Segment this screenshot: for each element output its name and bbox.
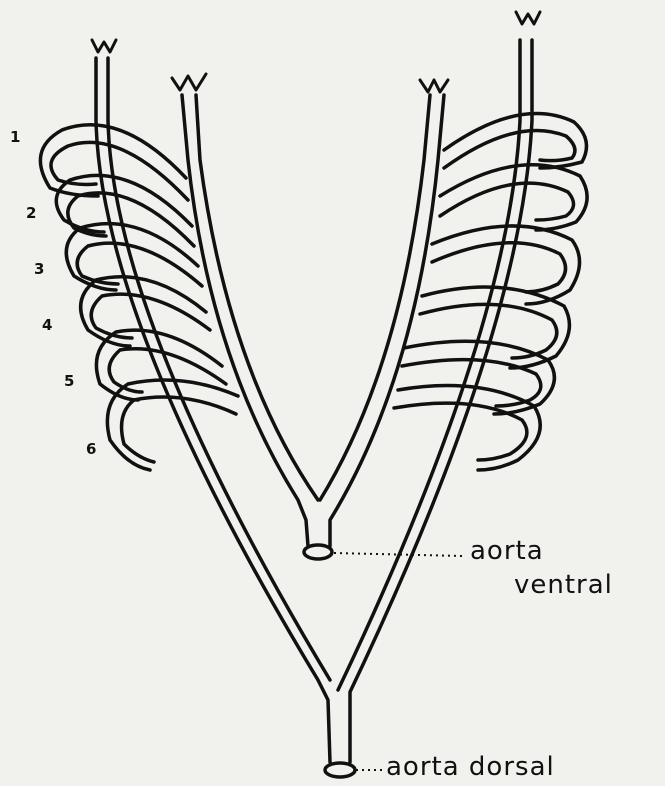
dorsal-aorta-opening [325,763,355,777]
arch-number-4: 4 [42,316,52,334]
arch-number-5: 5 [64,372,74,390]
label-aorta-ventral-line1: aorta [470,536,544,566]
arch-number-1: 1 [10,128,20,146]
arch-number-2: 2 [26,204,36,222]
arch-number-6: 6 [86,440,96,458]
left-aortic-arches [40,125,238,470]
ventral-aorta-opening [304,545,332,559]
label-aorta-ventral-line2: ventral [514,570,613,600]
ventral-aorta [172,74,448,546]
label-aorta-dorsal: aorta dorsal [386,752,555,782]
arch-number-3: 3 [34,260,44,278]
